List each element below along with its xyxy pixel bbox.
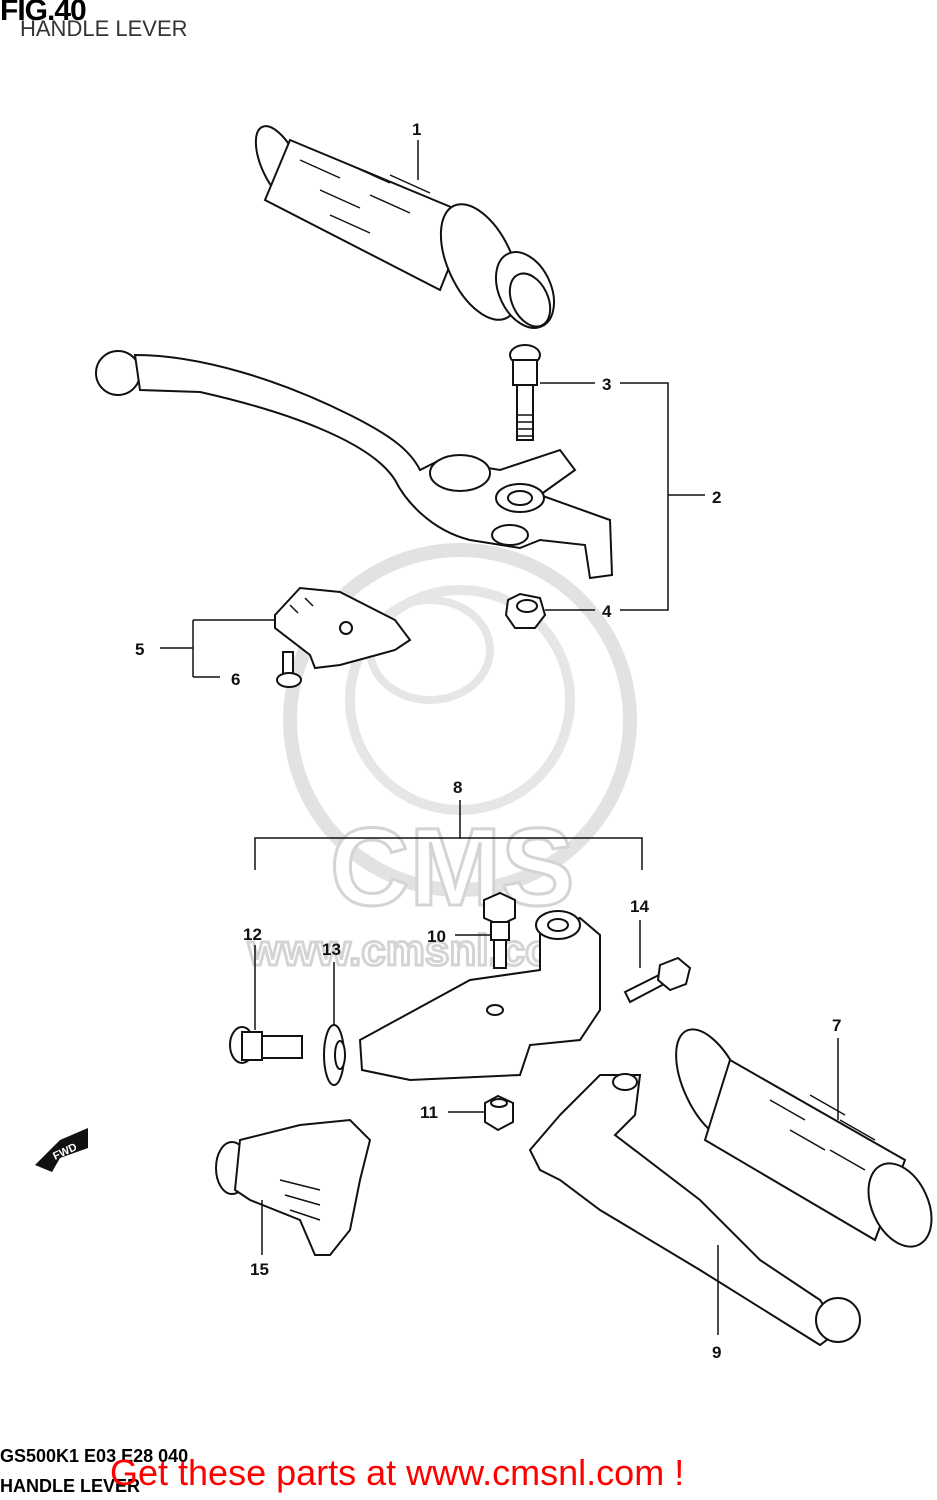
callout-10: 10 [427,927,446,946]
callout-4: 4 [602,602,612,621]
leader-lines [160,140,839,1335]
part-9-clutch-lever [528,1073,861,1347]
watermark-brand: CMS [330,806,574,929]
part-6-screw [276,651,302,688]
fwd-arrow-icon: FWD [35,1128,88,1172]
callout-6: 6 [231,670,240,689]
figure-number: FIG.40 [0,0,87,27]
part-2-brake-lever [95,350,614,580]
callout-3: 3 [602,375,611,394]
fwd-label: FWD [51,1141,79,1162]
part-7-left-grip [675,1028,933,1248]
part-12-adjuster-bolt [229,1026,303,1064]
part-8-lever-holder [358,910,601,1082]
figure-code: GS500K1 E03 E28 040 [0,1446,189,1466]
watermark-site: www.cmsnl.com [247,926,591,975]
callout-13: 13 [322,940,341,959]
part-11-nut [484,1094,514,1132]
part-15-lever-cover [215,1118,372,1256]
part-5-brake-switch [274,586,412,670]
part-1-throttle-grip [254,125,556,329]
part-14-bolt [623,956,692,1004]
callout-7: 7 [832,1016,841,1035]
part-10-bolt [483,891,516,969]
callout-14: 14 [630,897,649,916]
figure-caption: HANDLE LEVER [0,1476,141,1496]
cms-watermark: CMS www.cmsnl.com [246,543,637,977]
promo-text: Get these parts at www.cmsnl.com ! [110,1452,685,1493]
callout-12: 12 [243,925,262,944]
callout-5: 5 [135,640,144,659]
part-4-nut [504,592,547,629]
figure-subtitle: HANDLE LEVER [20,16,188,41]
callout-9: 9 [712,1343,721,1362]
callout-1: 1 [412,120,421,139]
callout-11: 11 [420,1103,438,1122]
callout-2: 2 [712,488,721,507]
callout-15: 15 [250,1260,269,1279]
part-3-pivot-bolt [509,344,541,441]
callout-8: 8 [453,778,462,797]
part-13-adjuster-wheel [323,1024,346,1086]
